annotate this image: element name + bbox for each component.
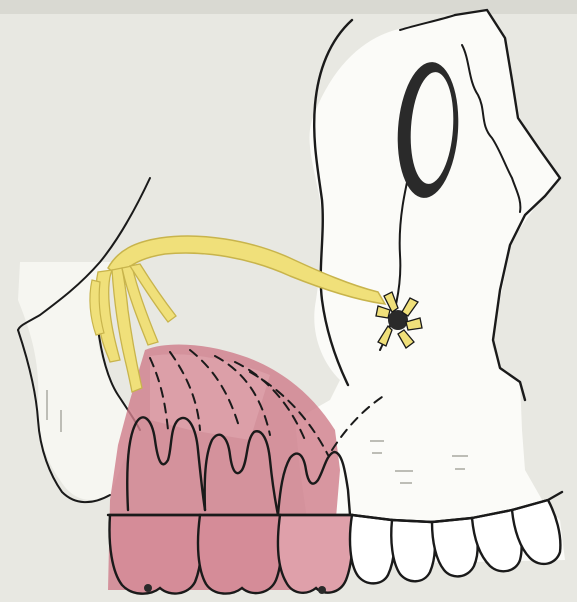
tooth-fissure-icon bbox=[318, 586, 326, 594]
paper-top-shadow bbox=[0, 0, 577, 14]
tooth-icon bbox=[350, 515, 394, 583]
tooth-icon bbox=[391, 520, 435, 581]
tooth-icon bbox=[278, 515, 353, 593]
tooth-icon bbox=[198, 515, 282, 594]
highlighted-teeth bbox=[110, 515, 353, 594]
tooth-icon bbox=[110, 515, 202, 594]
tooth-fissure-icon bbox=[144, 584, 152, 592]
